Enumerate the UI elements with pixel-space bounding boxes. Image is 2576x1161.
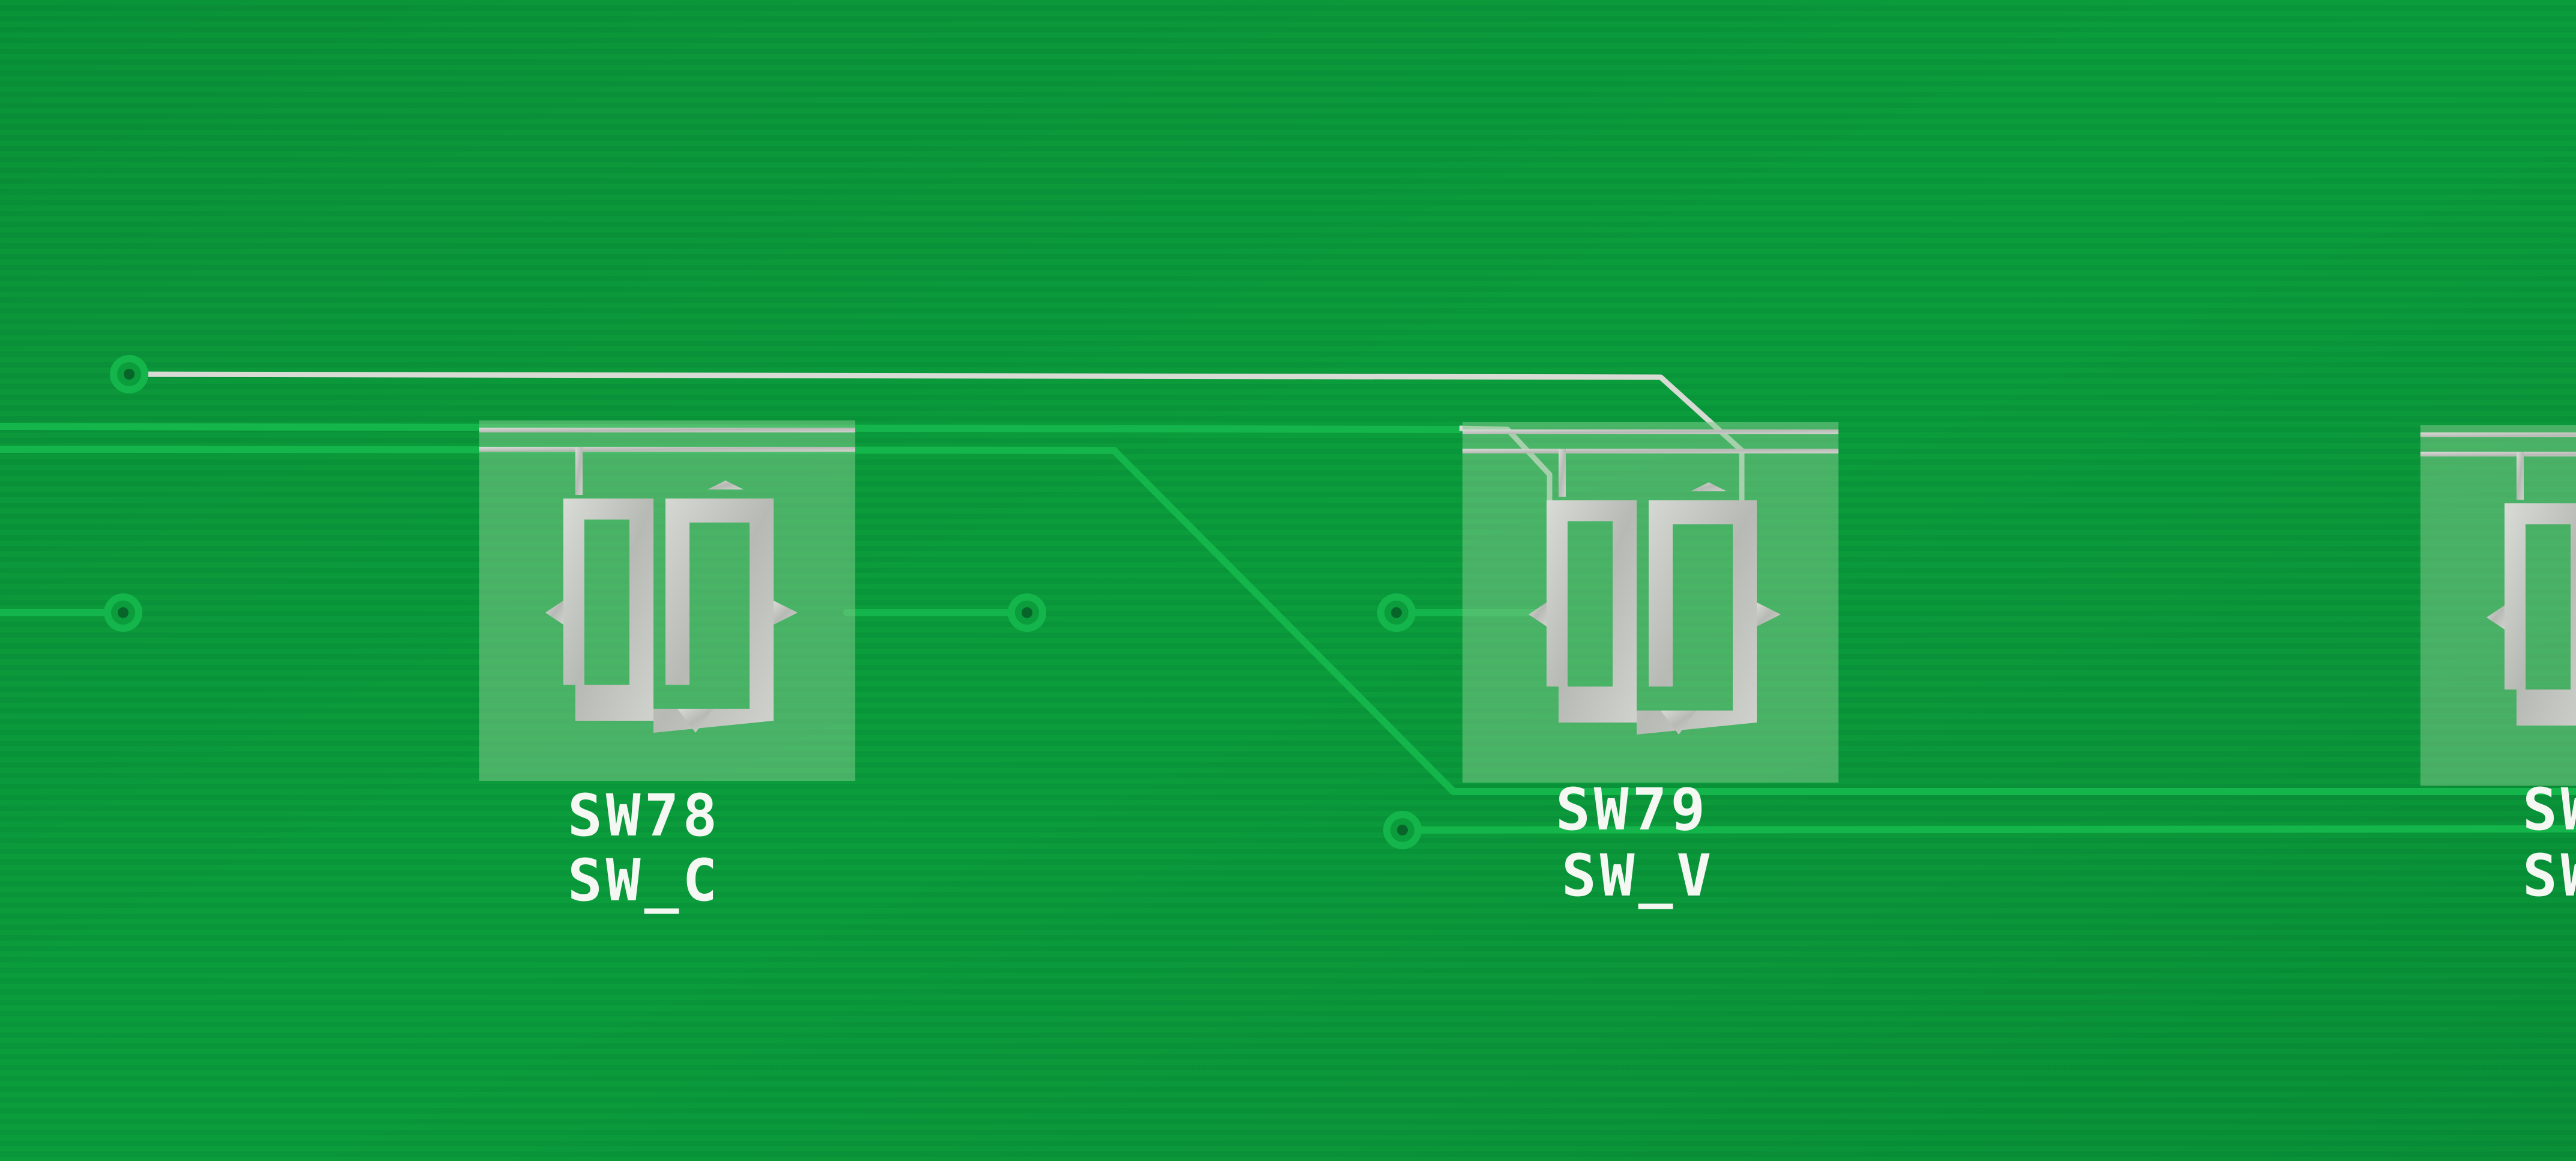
silkscreen-value-sw80: SW [2523, 842, 2576, 909]
switch-pad-sw80 [2420, 425, 2576, 786]
switch-pad-sw79 [1462, 422, 1838, 783]
silkscreen-value-sw79: SW_V [1562, 842, 1715, 909]
silkscreen-designator-sw80: SW [2523, 776, 2576, 843]
silkscreen-designator-sw79: SW79 [1556, 776, 1709, 843]
vias [104, 355, 1422, 849]
silkscreen-designator-sw78: SW78 [568, 782, 721, 849]
silkscreen-value-sw78: SW_C [568, 847, 721, 914]
switch-pad-sw78 [479, 420, 855, 781]
